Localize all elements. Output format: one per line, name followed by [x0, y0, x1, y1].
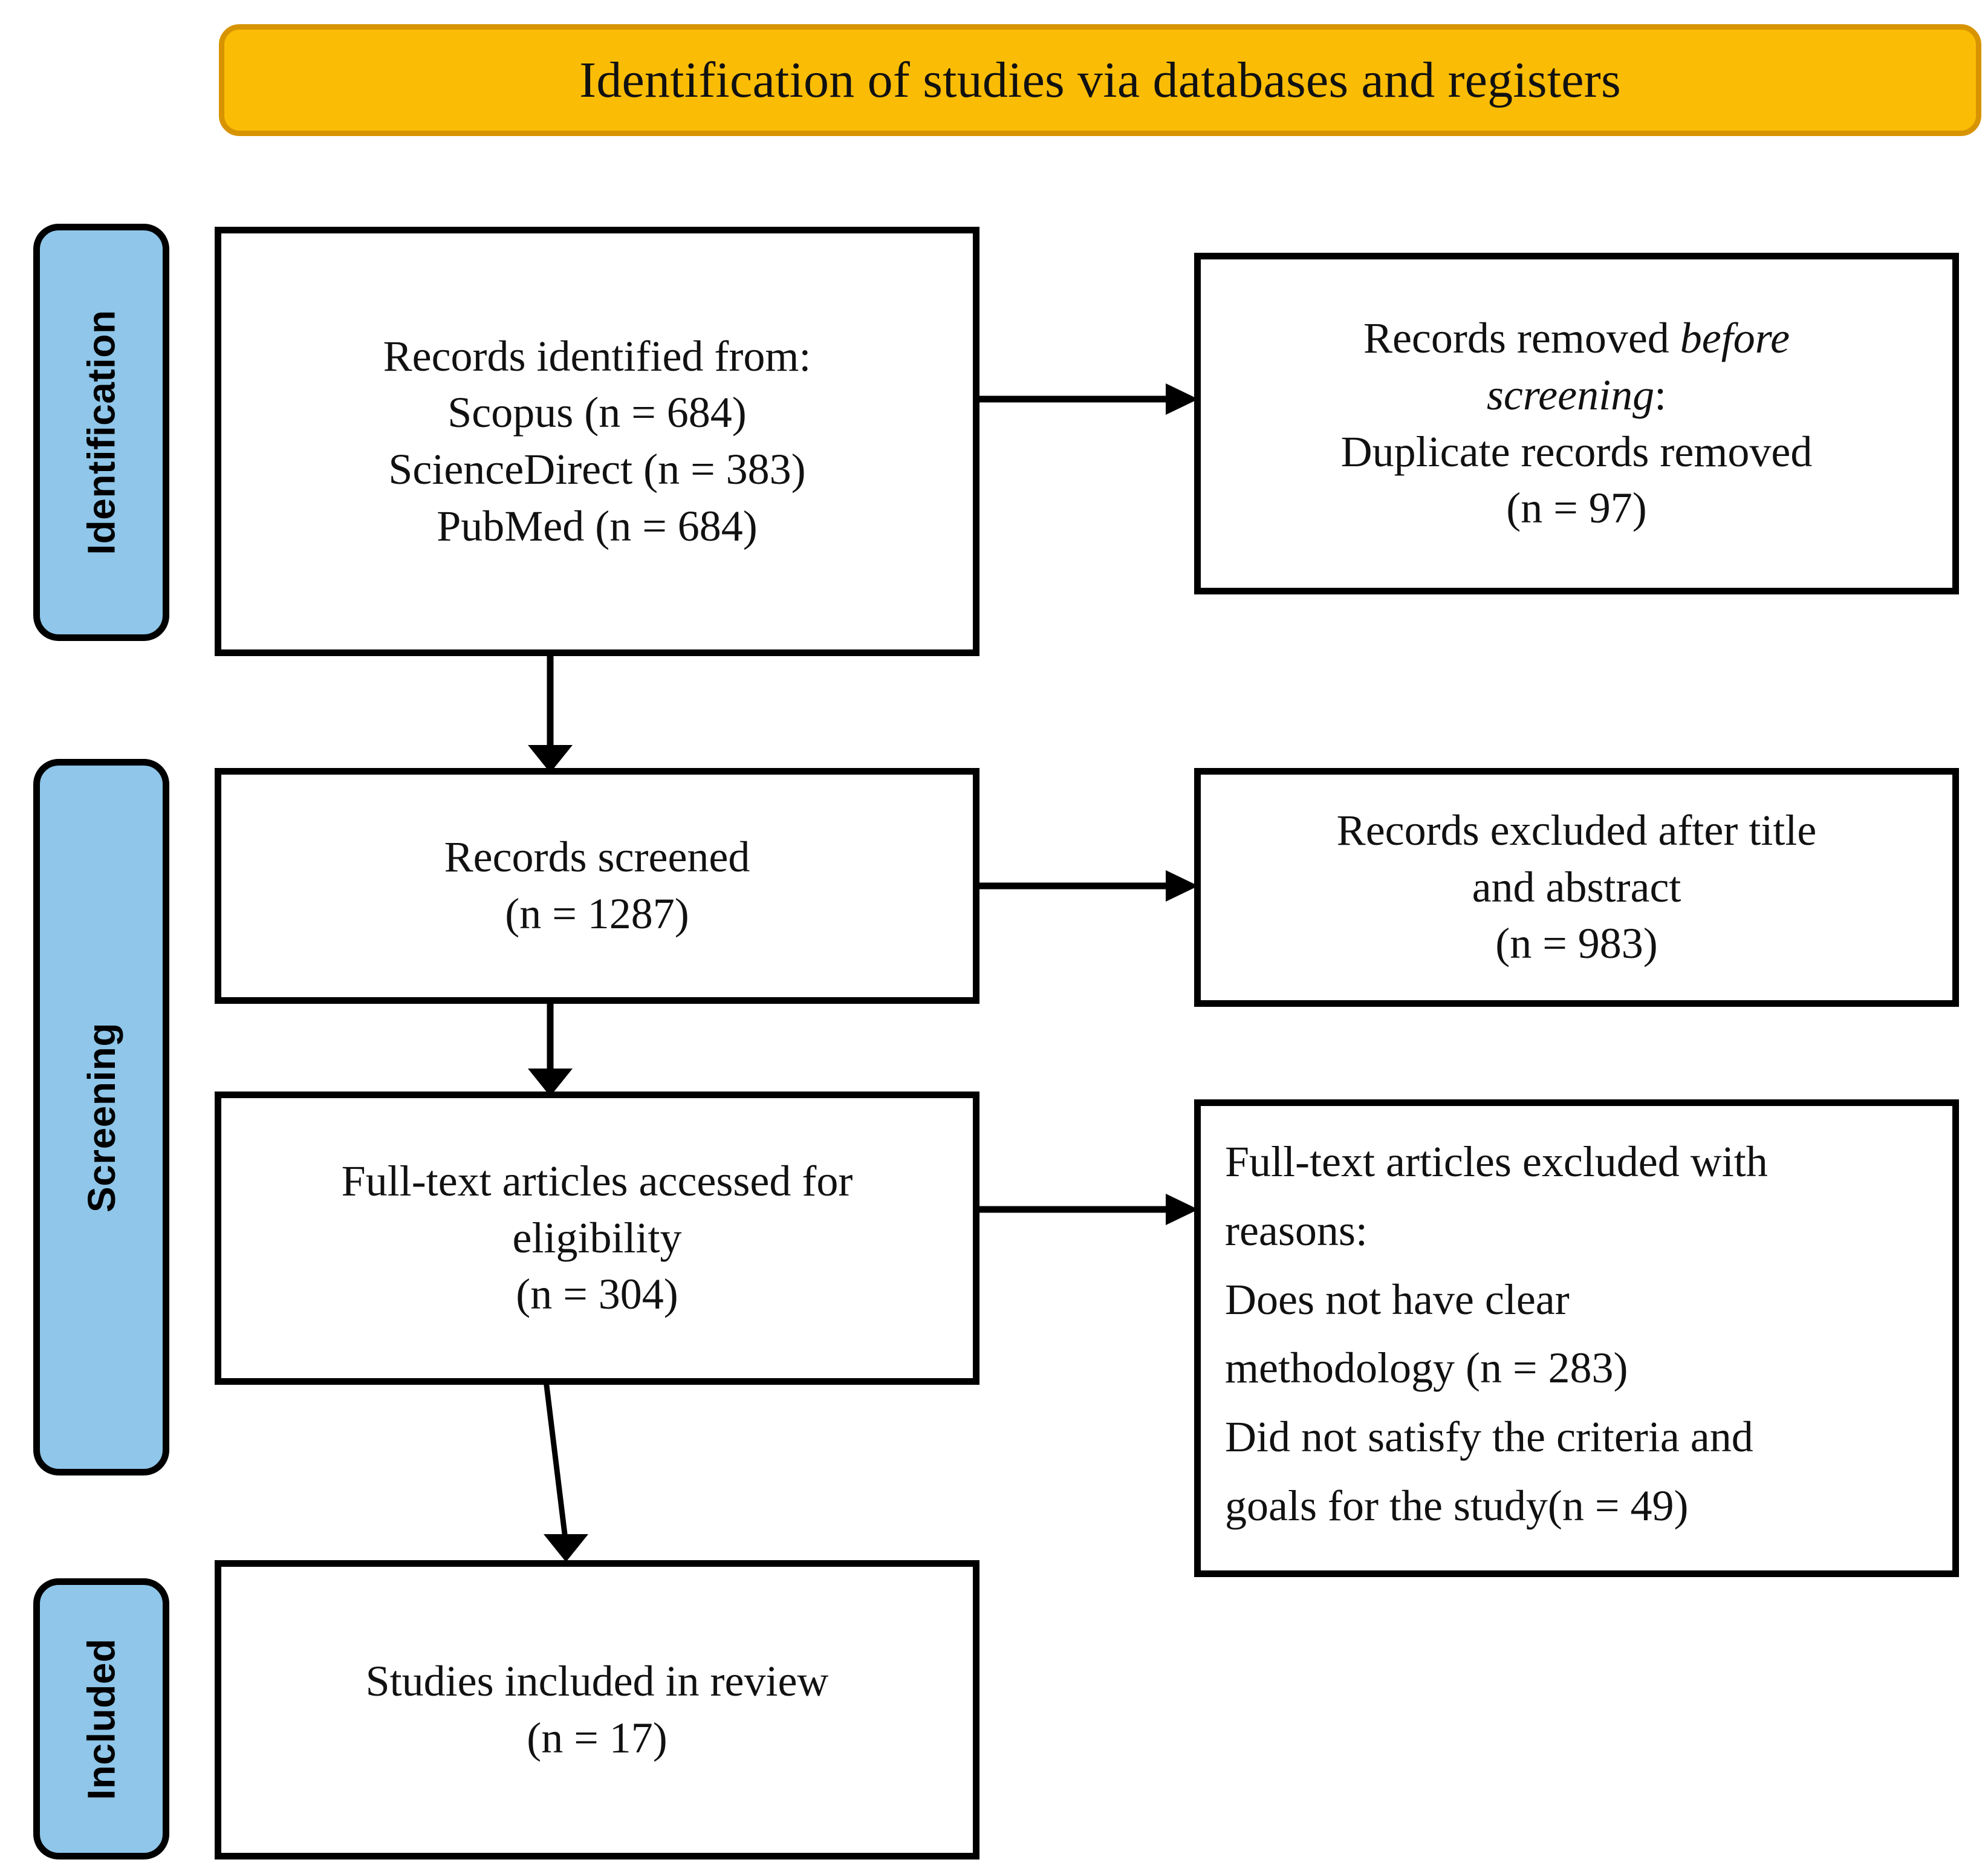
- box-records-screened: Records screened (n = 1287): [215, 768, 979, 1004]
- eligibility-line-1: Full-text articles accessed for: [341, 1157, 853, 1206]
- studies-included-line-1: Studies included in review: [365, 1656, 829, 1705]
- excluded-ft-line-1: Full-text articles excluded with: [1225, 1137, 1768, 1186]
- connector-identified-to-removed: [977, 381, 1201, 417]
- box-fulltext-excluded-reasons: Full-text articles excluded with reasons…: [1194, 1099, 1959, 1577]
- connector-identified-to-screened: [517, 653, 583, 774]
- records-identified-line-scopus: Scopus (n = 684): [447, 388, 747, 437]
- box-studies-included: Studies included in review (n = 17): [215, 1560, 979, 1859]
- records-excluded-ta-line-2: and abstract: [1472, 862, 1681, 911]
- records-removed-text-before: before: [1680, 314, 1790, 363]
- records-removed-text-screening: screening: [1486, 370, 1655, 419]
- box-fulltext-eligibility: Full-text articles accessed for eligibil…: [215, 1092, 979, 1385]
- box-records-identified: Records identified from: Scopus (n = 684…: [215, 227, 979, 656]
- excluded-ft-line-2: reasons:: [1225, 1206, 1368, 1255]
- records-removed-text-colon: :: [1654, 370, 1667, 419]
- records-removed-line-1: Records removed before: [1201, 310, 1952, 367]
- excluded-ft-line-3: Does not have clear: [1225, 1275, 1570, 1324]
- eligibility-line-2: eligibility: [512, 1213, 682, 1262]
- box-records-excluded-title-abstract: Records excluded after title and abstrac…: [1194, 768, 1959, 1007]
- connector-eligibility-to-excluded-ft: [977, 1191, 1201, 1228]
- excluded-ft-line-6: goals for the study(n = 49): [1225, 1481, 1689, 1530]
- records-screened-line-1: Records screened: [444, 833, 750, 882]
- connector-screened-to-eligibility: [517, 1001, 583, 1098]
- stage-label-included: Included: [79, 1638, 123, 1800]
- excluded-ft-line-5: Did not satisfy the criteria and: [1225, 1413, 1753, 1461]
- box-records-removed: Records removed before screening: Duplic…: [1194, 253, 1959, 594]
- connector-screened-to-excluded-ta: [977, 868, 1201, 904]
- eligibility-line-3: (n = 304): [516, 1270, 678, 1319]
- records-identified-line-pubmed: PubMed (n = 684): [437, 501, 758, 550]
- studies-included-line-2: (n = 17): [527, 1713, 668, 1762]
- stage-label-identification: Identification: [79, 310, 123, 555]
- records-removed-line-3: Duplicate records removed: [1340, 427, 1813, 476]
- stage-label-screening: Screening: [79, 1022, 123, 1212]
- records-identified-line-sciencedirect: ScienceDirect (n = 383): [388, 445, 806, 493]
- records-removed-text-a: Records removed: [1363, 314, 1680, 363]
- records-screened-line-2: (n = 1287): [505, 890, 689, 938]
- records-excluded-ta-line-1: Records excluded after title: [1336, 806, 1817, 855]
- records-excluded-ta-line-3: (n = 983): [1495, 919, 1658, 968]
- stage-pill-included: Included: [33, 1578, 169, 1859]
- records-identified-line-1: Records identified from:: [383, 331, 811, 380]
- stage-pill-identification: Identification: [33, 224, 169, 641]
- records-removed-line-4: (n = 97): [1506, 484, 1647, 533]
- header-banner: Identification of studies via databases …: [219, 24, 1981, 136]
- records-removed-line-2: screening:: [1201, 367, 1952, 424]
- page-title: Identification of studies via databases …: [579, 51, 1621, 108]
- excluded-ft-line-4: methodology (n = 283): [1225, 1344, 1628, 1393]
- connector-eligibility-to-included: [511, 1380, 620, 1568]
- stage-pill-screening: Screening: [33, 759, 169, 1475]
